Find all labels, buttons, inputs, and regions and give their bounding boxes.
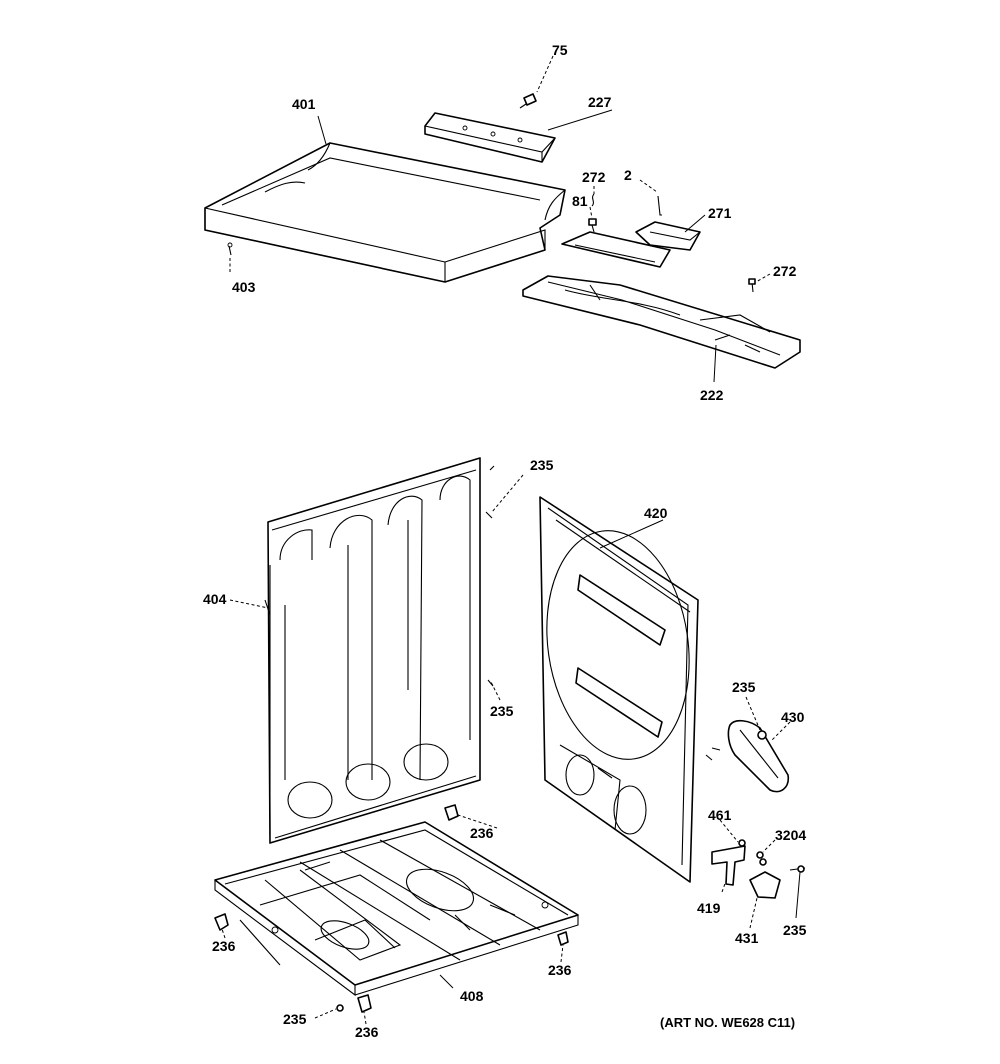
callout-236-right: 236	[548, 962, 572, 978]
bracket-271	[635, 221, 701, 251]
callout-235-431: 235	[783, 922, 807, 938]
callout-401: 401	[292, 96, 316, 112]
callout-431: 431	[735, 930, 759, 946]
clip-272-upper	[591, 193, 595, 207]
screw-403	[227, 242, 233, 256]
cover-plate-430	[705, 719, 790, 793]
callout-227: 227	[588, 94, 612, 110]
leg-236-rear	[444, 804, 459, 821]
top-cover-401	[204, 142, 566, 283]
callout-81: 81	[572, 193, 588, 209]
leg-236-front	[357, 994, 372, 1013]
callout-272-right: 272	[773, 263, 797, 279]
screw-75	[519, 93, 537, 109]
callout-430: 430	[781, 709, 805, 725]
screw-235-upper	[485, 465, 495, 519]
screw-3204	[756, 851, 767, 866]
leader-lines	[221, 55, 801, 1025]
screw-461	[738, 839, 746, 847]
screw-2	[657, 195, 662, 216]
callout-222: 222	[700, 387, 724, 403]
callout-403: 403	[232, 279, 256, 295]
callout-236-front: 236	[355, 1024, 379, 1040]
callout-271: 271	[708, 205, 732, 221]
callout-236-left: 236	[212, 938, 236, 954]
bracket-227	[424, 112, 556, 163]
callout-272-upper: 272	[582, 169, 606, 185]
screw-272-right	[748, 278, 756, 293]
callout-235-middle: 235	[490, 703, 514, 719]
plate-switch	[561, 231, 671, 268]
screw-235-front	[336, 1004, 344, 1012]
callout-420: 420	[644, 505, 668, 521]
leg-236-right	[557, 931, 569, 946]
screw-235-430	[757, 730, 767, 740]
leg-236-left	[214, 913, 229, 931]
callout-408: 408	[460, 988, 484, 1004]
callout-461: 461	[708, 807, 732, 823]
callout-235-upper: 235	[530, 457, 554, 473]
rear-panel-420	[539, 496, 699, 883]
callout-419: 419	[697, 900, 721, 916]
callout-236-rear: 236	[470, 825, 494, 841]
callout-235-430: 235	[732, 679, 756, 695]
screw-81	[588, 218, 597, 233]
callout-235-front: 235	[283, 1011, 307, 1027]
callout-75: 75	[552, 42, 568, 58]
front-rail-222	[522, 275, 801, 369]
callout-3204: 3204	[775, 827, 806, 843]
bracket-431	[749, 865, 806, 899]
hinge-419	[711, 845, 746, 886]
base-408	[214, 821, 579, 997]
callout-labels: 75 401 227 272 2 81 271 403 272 222 235 …	[203, 42, 807, 1040]
callout-2: 2	[624, 167, 632, 183]
side-panel-404	[264, 457, 481, 844]
art-number: (ART NO. WE628 C11)	[660, 1015, 795, 1030]
callout-404: 404	[203, 591, 227, 607]
